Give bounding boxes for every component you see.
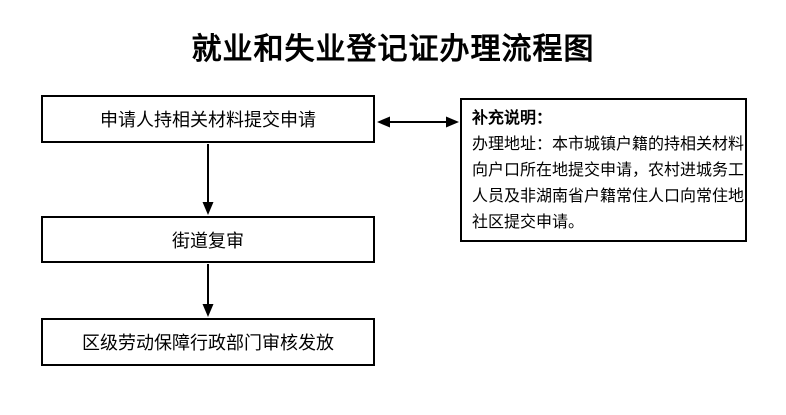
supplementary-note-box: 补充说明： 办理地址：本市城镇户籍的持相关材料 向户口所在地提交申请，农村进城务… bbox=[460, 98, 747, 242]
note-line: 办理地址：本市城镇户籍的持相关材料 bbox=[472, 136, 745, 153]
flow-step-apply: 申请人持相关材料提交申请 bbox=[41, 95, 375, 143]
flow-step-street-review-label: 街道复审 bbox=[172, 230, 244, 251]
arrow-down-icon bbox=[202, 264, 214, 317]
double-arrow-icon bbox=[377, 116, 459, 128]
flow-step-apply-label: 申请人持相关材料提交申请 bbox=[100, 110, 316, 130]
note-line: 向户口所在地提交申请，农村进城务工 bbox=[472, 162, 745, 179]
arrow-down-icon bbox=[202, 144, 214, 215]
note-line: 人员及非湖南省户籍常住人口向常住地 bbox=[472, 188, 745, 205]
flow-step-district-issue: 区级劳动保障行政部门审核发放 bbox=[41, 318, 375, 366]
flow-step-street-review: 街道复审 bbox=[41, 216, 375, 263]
page-title: 就业和失业登记证办理流程图 bbox=[191, 33, 595, 66]
note-heading: 补充说明： bbox=[472, 110, 553, 127]
flow-step-district-issue-label: 区级劳动保障行政部门审核发放 bbox=[82, 333, 334, 353]
note-line: 社区提交申请。 bbox=[472, 214, 585, 231]
